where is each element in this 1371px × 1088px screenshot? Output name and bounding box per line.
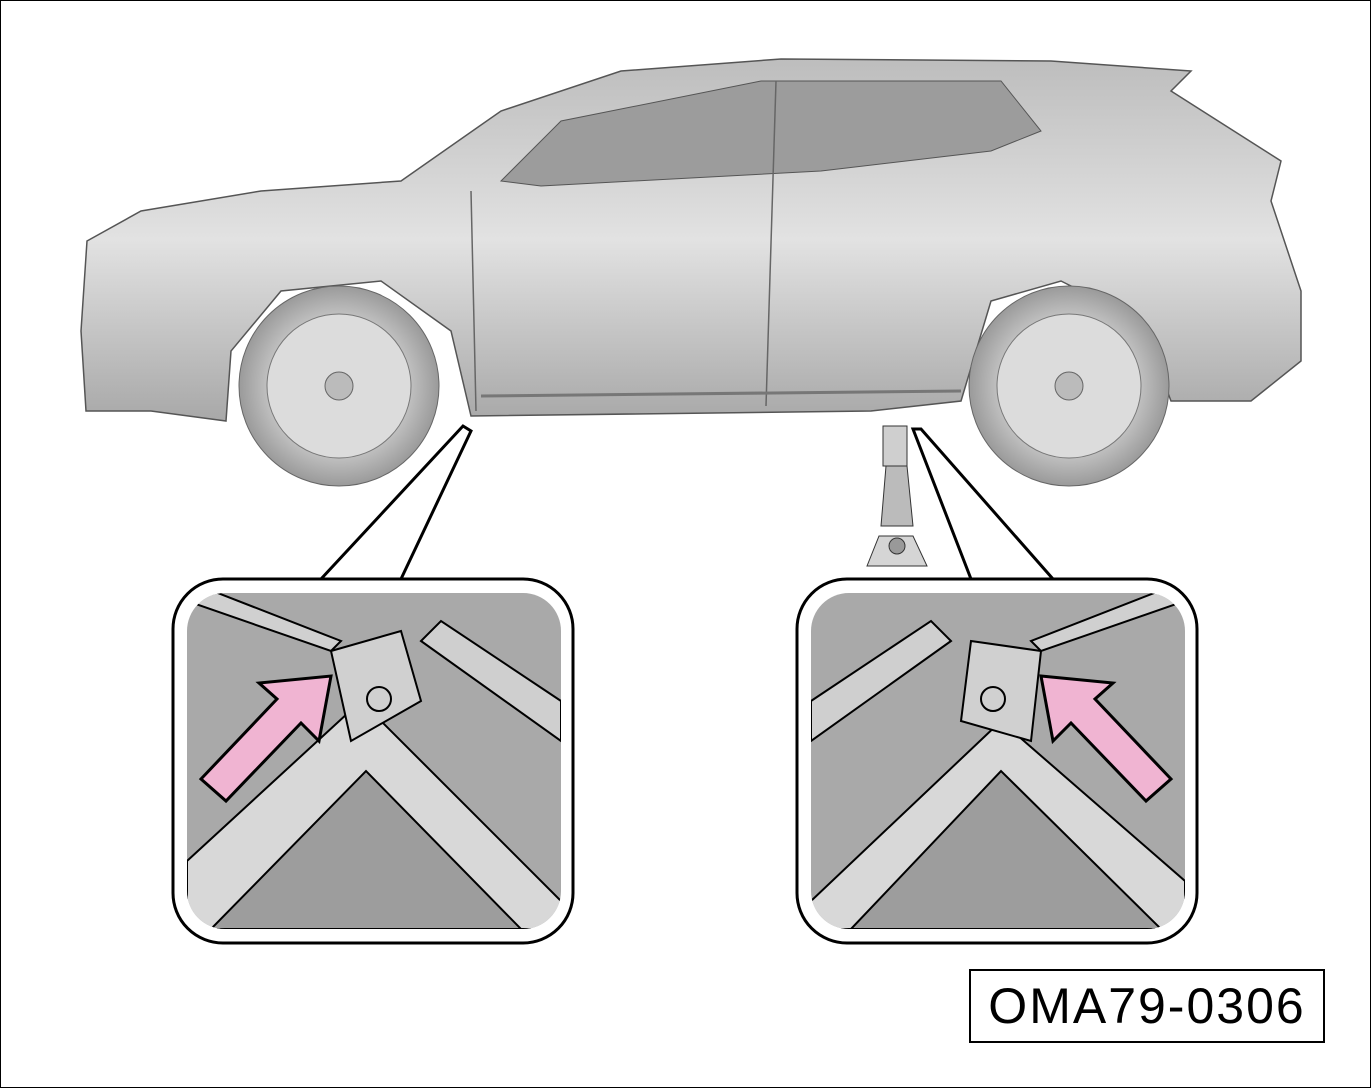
front-wheel xyxy=(238,285,440,487)
car-windows xyxy=(499,80,1042,187)
suv-side-view xyxy=(80,58,1302,487)
callout-left xyxy=(171,424,575,945)
pink-arrow-left xyxy=(198,674,333,804)
pink-arrow-right xyxy=(1039,674,1174,804)
callout-right xyxy=(795,427,1199,945)
rear-wheel xyxy=(968,285,1170,487)
scissor-jack xyxy=(866,425,928,567)
figure-code-label: OMA79-0306 xyxy=(969,969,1325,1043)
